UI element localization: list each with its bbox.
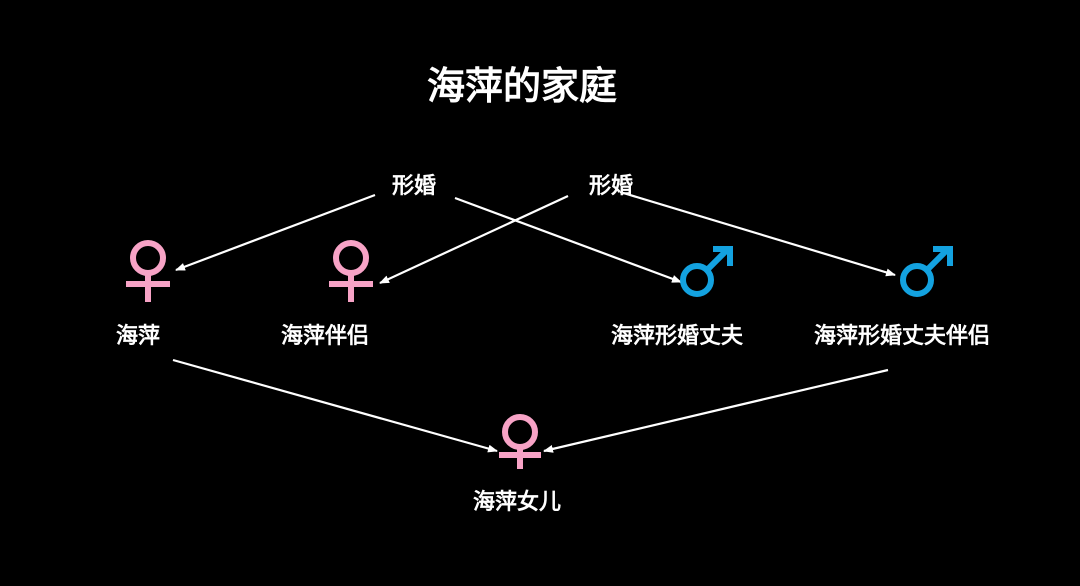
edge-label-marriage-left: 形婚 [392, 173, 436, 199]
node-label-haiping: 海萍 [116, 323, 160, 349]
node-husband-partner: 海萍形婚丈夫伴侣 [814, 246, 990, 349]
diagram-title: 海萍的家庭 [427, 64, 617, 108]
male-symbol-icon [680, 246, 733, 297]
arrow-marriage-right-to-husband-partner [619, 190, 896, 277]
female-symbol-icon [329, 240, 373, 302]
male-symbol-icon [900, 246, 953, 297]
node-label-haiping-partner: 海萍伴侣 [281, 323, 369, 349]
edge-label-marriage-right: 形婚 [589, 173, 633, 199]
node-label-husband-partner: 海萍形婚丈夫伴侣 [814, 323, 990, 349]
arrow-marriage-right-to-partner [379, 195, 569, 284]
female-symbol-icon [126, 240, 170, 302]
node-label-daughter: 海萍女儿 [473, 489, 561, 515]
arrow-marriage-left-to-husband [454, 196, 682, 284]
arrow-haiping-to-daughter [172, 358, 498, 453]
arrow-marriage-left-to-haiping [175, 193, 376, 272]
node-haiping: 海萍 [116, 240, 170, 349]
node-haiping-partner: 海萍伴侣 [281, 240, 373, 349]
arrow-husband-partner-to-daughter [543, 368, 889, 453]
node-haiping-husband: 海萍形婚丈夫 [611, 246, 744, 349]
node-label-haiping-husband: 海萍形婚丈夫 [611, 323, 744, 349]
node-daughter: 海萍女儿 [473, 414, 561, 515]
female-symbol-icon [499, 414, 541, 469]
